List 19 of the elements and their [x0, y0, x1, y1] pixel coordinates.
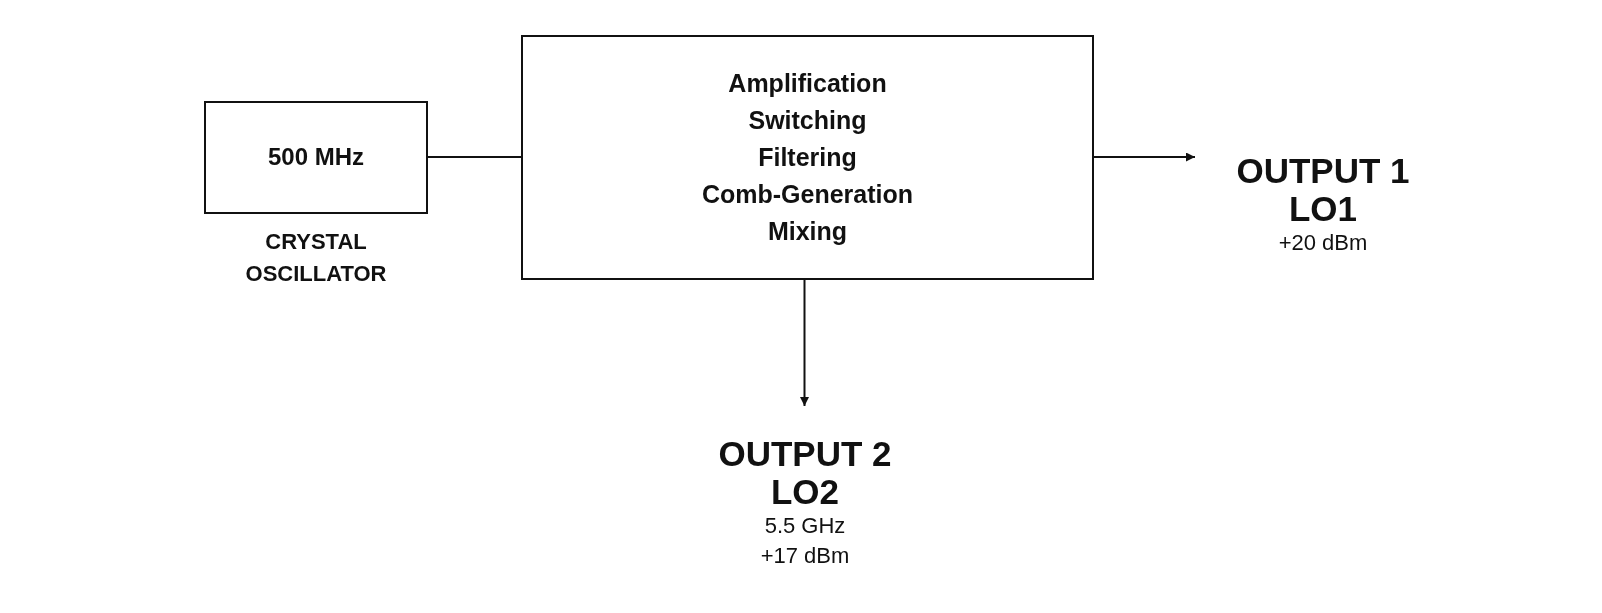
- process-box: [521, 35, 1094, 280]
- arrow: [1093, 152, 1196, 162]
- function-label: Switching: [748, 105, 867, 136]
- output-label: OUTPUT 1: [1236, 152, 1410, 190]
- connector-line: [427, 156, 522, 158]
- frequency-label: 5.5 GHz: [764, 511, 846, 540]
- output-label: OUTPUT 2: [718, 434, 892, 473]
- arrow: [800, 279, 809, 407]
- box-label: 500 MHz: [267, 143, 364, 172]
- power-label: +20 dBm: [1278, 229, 1368, 257]
- output-label: LO2: [770, 472, 840, 511]
- power-label: +17 dBm: [760, 541, 850, 570]
- function-label: Filtering: [758, 142, 857, 173]
- caption-label: CRYSTAL OSCILLATOR: [244, 228, 388, 288]
- oscillator-box: [204, 101, 428, 214]
- output-label: LO1: [1288, 190, 1358, 228]
- function-label: Mixing: [767, 216, 848, 247]
- function-label: Comb-Generation: [701, 179, 914, 210]
- function-label: Amplification: [728, 68, 887, 99]
